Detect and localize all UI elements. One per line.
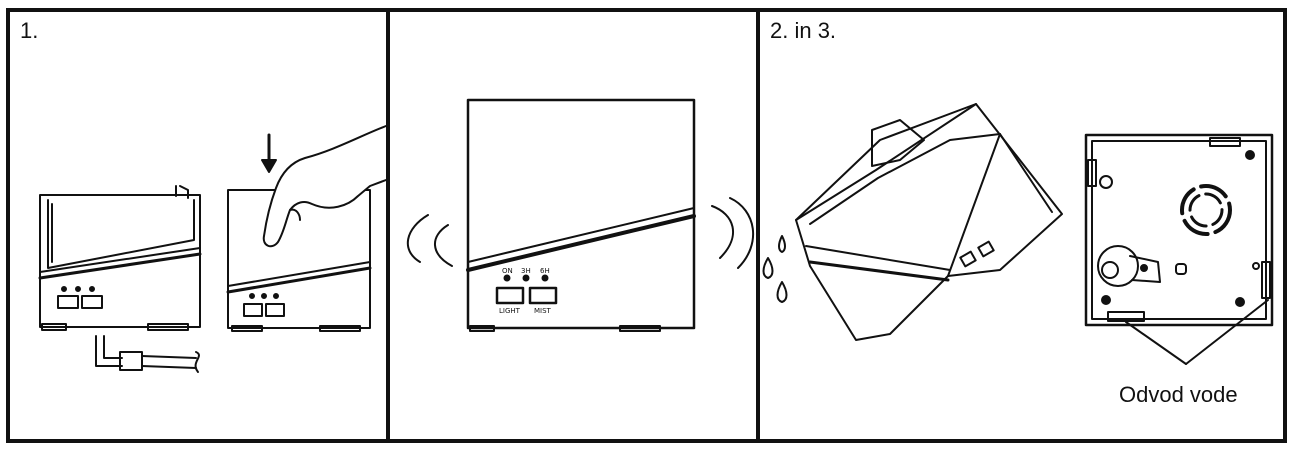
water-drops-icon xyxy=(762,235,788,303)
callout-leader-lines xyxy=(1125,299,1269,365)
callout-water-drain: Odvod vode xyxy=(1119,382,1238,407)
step-label-2-3: 2. in 3. xyxy=(770,18,837,43)
hand-icon xyxy=(262,125,387,248)
device-front-view xyxy=(466,98,696,332)
device-bottom-view xyxy=(1084,133,1274,327)
label-mist: MIST xyxy=(534,307,552,315)
arrow-down-icon xyxy=(261,133,277,173)
label-light: LIGHT xyxy=(499,307,521,315)
panel-step-2-3 xyxy=(756,8,1287,443)
device-tilted-pouring xyxy=(795,103,1063,341)
device-closed-pressed xyxy=(226,189,372,332)
power-plug-icon xyxy=(95,335,200,373)
fan-grille-icon xyxy=(1180,184,1232,236)
step-label-1: 1. xyxy=(20,18,39,43)
label-3h: 3H xyxy=(521,267,531,275)
label-6h: 6H xyxy=(540,267,550,275)
label-on: ON xyxy=(502,267,513,275)
device-open-lid xyxy=(38,185,202,331)
vibration-waves-icon xyxy=(406,197,755,269)
